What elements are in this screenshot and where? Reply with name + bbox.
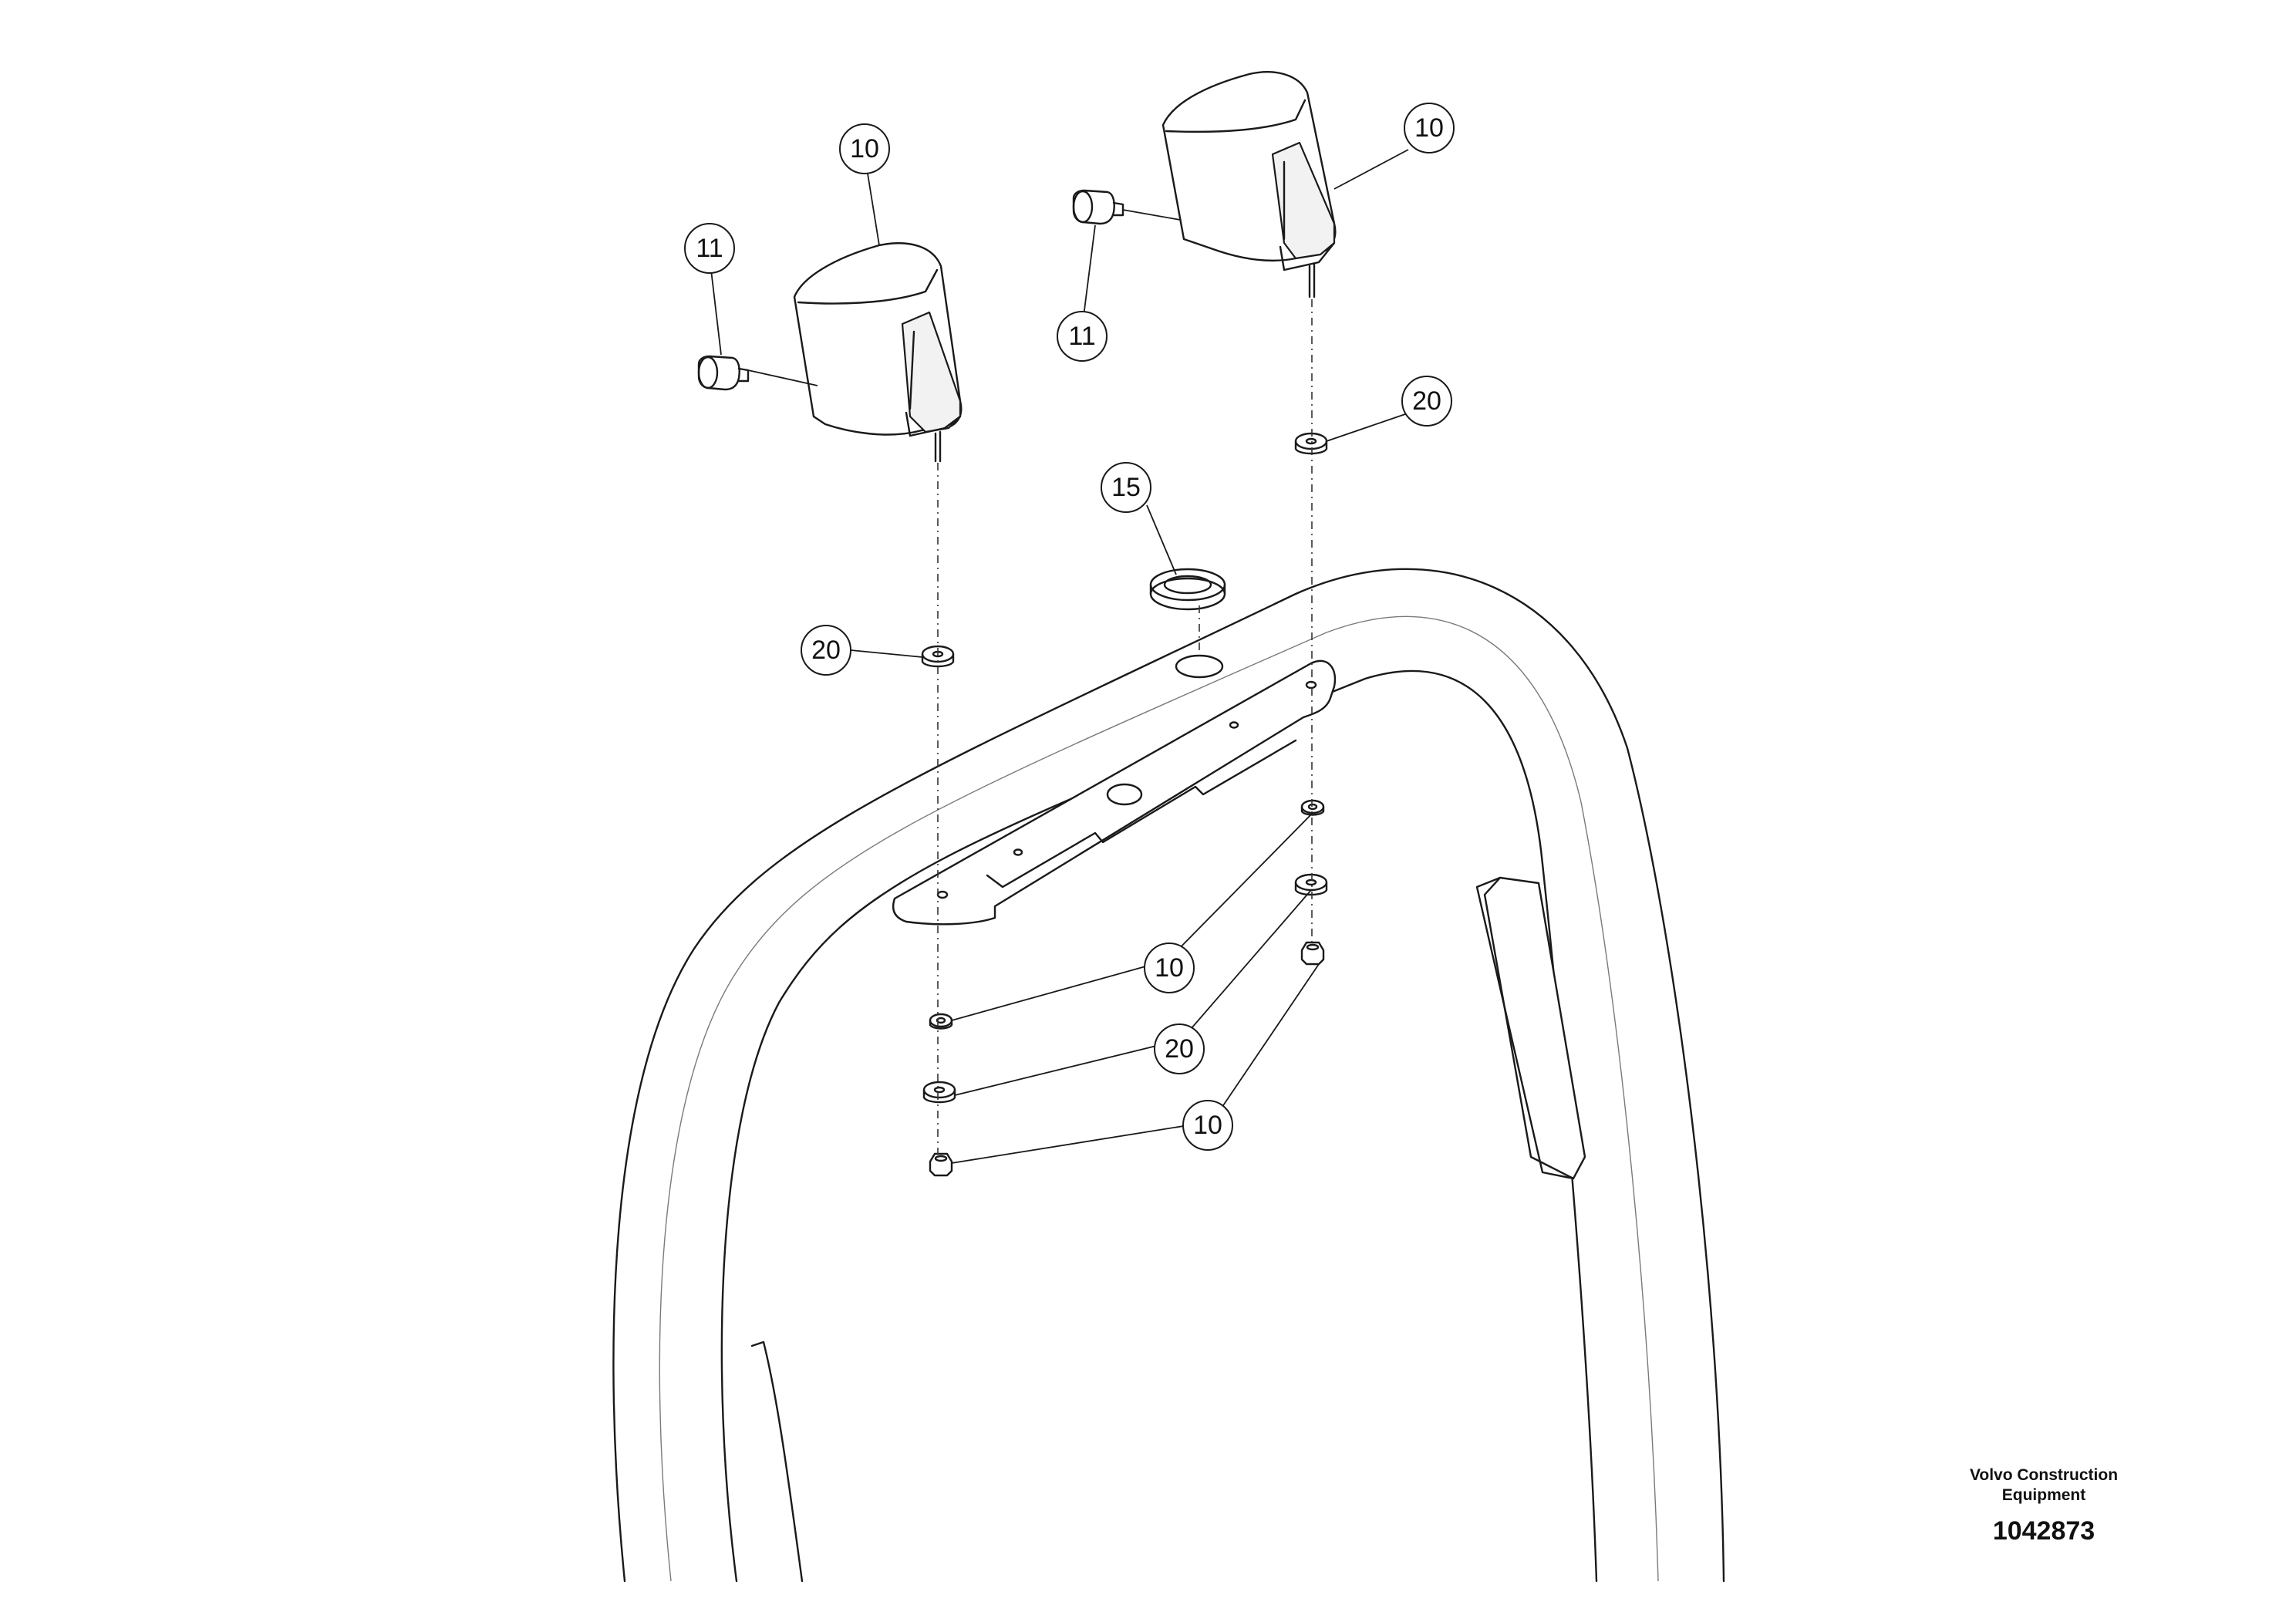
svg-text:20: 20 [1165, 1034, 1194, 1064]
callout-20-lower-washers: 20 [1154, 1023, 1205, 1074]
callout-10-left-lamp: 10 [839, 123, 890, 174]
leader-lines [710, 149, 1409, 1164]
svg-text:15: 15 [1111, 473, 1141, 502]
svg-text:10: 10 [1414, 113, 1444, 143]
right-work-lamp [1161, 71, 1337, 298]
manufacturer-line-1: Volvo Construction [1969, 1466, 2119, 1484]
callout-15-grommet: 15 [1101, 462, 1151, 513]
svg-text:10: 10 [850, 134, 879, 164]
washer-right-lower-large [1294, 873, 1328, 896]
callout-10-right-lamp: 10 [1404, 103, 1455, 153]
callout-20-right-upper-washer: 20 [1401, 376, 1452, 427]
callout-20-left-upper-washer: 20 [801, 625, 851, 676]
callout-10-nuts: 10 [1182, 1100, 1233, 1151]
svg-text:10: 10 [1155, 953, 1184, 983]
left-work-lamp [793, 242, 963, 463]
svg-text:20: 20 [1412, 386, 1441, 416]
washer-right-lower-small [1300, 799, 1325, 816]
washer-right-upper [1294, 432, 1328, 455]
left-bulb [697, 355, 750, 391]
assembly-axis-lines [937, 299, 1313, 1154]
grommet [1149, 568, 1226, 611]
washer-left-lower-large [922, 1081, 956, 1104]
nut-right [1300, 941, 1325, 966]
illustration-number: 1042873 [1992, 1516, 2095, 1546]
svg-text:20: 20 [811, 636, 841, 665]
callout-11-left-bulb: 11 [684, 223, 735, 274]
washer-left-lower-small [929, 1013, 953, 1030]
svg-text:11: 11 [1068, 322, 1095, 351]
svg-text:11: 11 [696, 234, 723, 263]
frame-pad [1475, 876, 1586, 1180]
right-bulb [1072, 189, 1124, 225]
lamp-bracket [892, 654, 1337, 926]
callout-11-right-bulb: 11 [1057, 311, 1108, 362]
callout-10-lower-washers: 10 [1144, 943, 1195, 993]
svg-text:10: 10 [1193, 1111, 1222, 1140]
rollover-frame [612, 568, 1725, 1583]
document-footer: Volvo Construction Equipment 1042873 [1913, 1465, 2175, 1546]
nut-left [929, 1152, 953, 1177]
manufacturer-line-2: Equipment [2001, 1486, 2086, 1504]
